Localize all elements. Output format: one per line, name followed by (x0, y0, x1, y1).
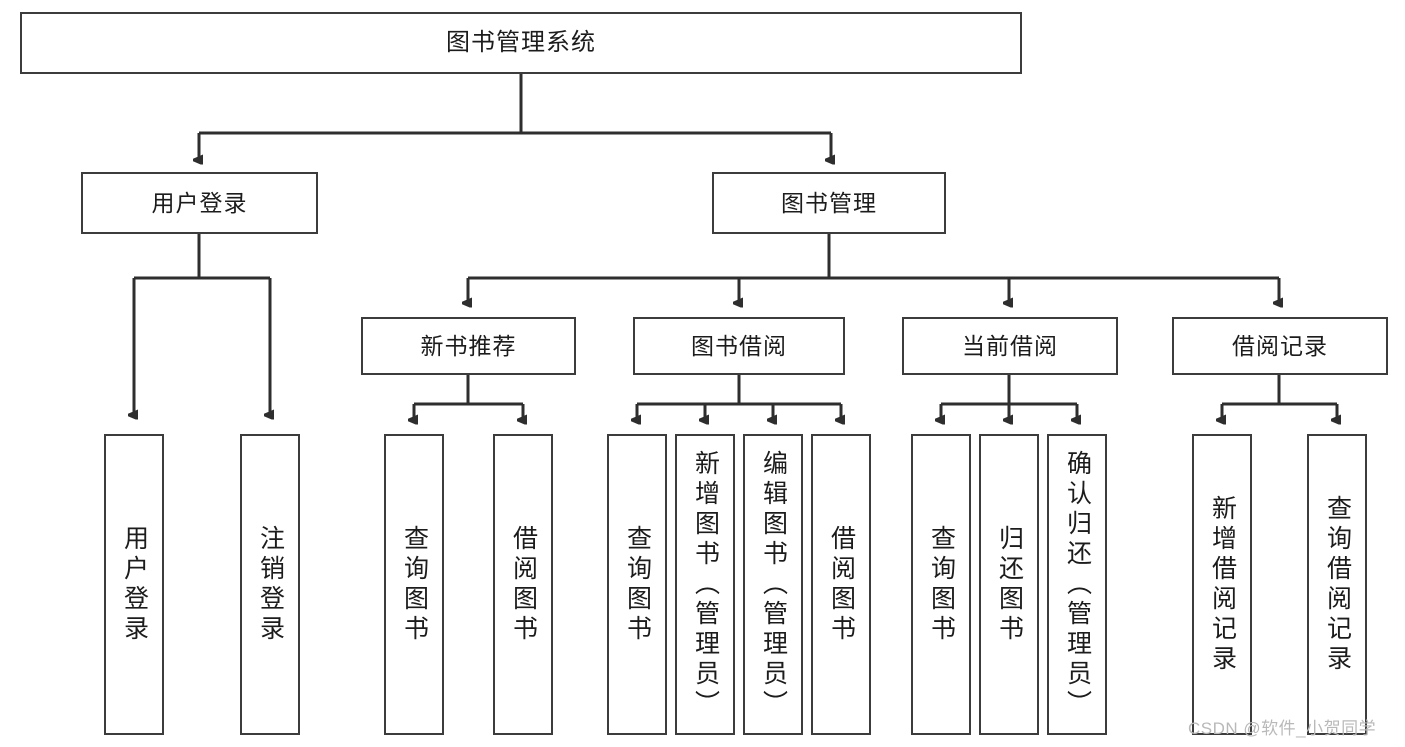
leaf-add-record[interactable]: 新增借阅记录 (1192, 434, 1252, 735)
node-book-borrow-label: 图书借阅 (691, 332, 787, 359)
leaf-return-book[interactable]: 归还图书 (979, 434, 1039, 735)
leaf-query-book-3-label: 查询图书 (927, 524, 956, 645)
leaf-borrow-book-1-label: 借阅图书 (509, 524, 538, 645)
leaf-add-book-label: 新增图书（管理员） (691, 449, 720, 720)
node-borrow-record[interactable]: 借阅记录 (1172, 317, 1388, 375)
node-current-borrow[interactable]: 当前借阅 (902, 317, 1118, 375)
node-borrow-record-label: 借阅记录 (1232, 332, 1328, 359)
leaf-query-book-1-label: 查询图书 (400, 524, 429, 645)
leaf-query-book-1[interactable]: 查询图书 (384, 434, 444, 735)
leaf-user-login[interactable]: 用户登录 (104, 434, 164, 735)
leaf-confirm-return[interactable]: 确认归还（管理员） (1047, 434, 1107, 735)
node-book-manage-label: 图书管理 (781, 189, 877, 216)
leaf-user-logout[interactable]: 注销登录 (240, 434, 300, 735)
node-book-manage[interactable]: 图书管理 (712, 172, 946, 234)
leaf-confirm-return-label: 确认归还（管理员） (1063, 449, 1092, 720)
leaf-borrow-book-1[interactable]: 借阅图书 (493, 434, 553, 735)
leaf-edit-book-label: 编辑图书（管理员） (759, 449, 788, 720)
leaf-query-book-3[interactable]: 查询图书 (911, 434, 971, 735)
leaf-user-login-label: 用户登录 (120, 524, 149, 645)
leaf-query-record-label: 查询借阅记录 (1323, 494, 1352, 675)
node-root[interactable]: 图书管理系统 (20, 12, 1022, 74)
node-root-label: 图书管理系统 (446, 29, 596, 57)
leaf-edit-book[interactable]: 编辑图书（管理员） (743, 434, 803, 735)
leaf-query-record[interactable]: 查询借阅记录 (1307, 434, 1367, 735)
csdn-watermark: CSDN @软件_小贺同学 (1188, 719, 1377, 738)
leaf-query-book-2[interactable]: 查询图书 (607, 434, 667, 735)
leaf-add-book[interactable]: 新增图书（管理员） (675, 434, 735, 735)
leaf-query-book-2-label: 查询图书 (623, 524, 652, 645)
node-new-book-recommend[interactable]: 新书推荐 (361, 317, 576, 375)
node-user-login-label: 用户登录 (151, 189, 248, 216)
leaf-add-record-label: 新增借阅记录 (1208, 494, 1237, 675)
node-current-borrow-label: 当前借阅 (962, 332, 1058, 359)
leaf-return-book-label: 归还图书 (995, 524, 1024, 645)
node-user-login[interactable]: 用户登录 (81, 172, 318, 234)
node-book-borrow[interactable]: 图书借阅 (633, 317, 845, 375)
leaf-borrow-book-2[interactable]: 借阅图书 (811, 434, 871, 735)
node-new-book-recommend-label: 新书推荐 (420, 332, 517, 359)
leaf-user-logout-label: 注销登录 (256, 524, 285, 645)
leaf-borrow-book-2-label: 借阅图书 (827, 524, 856, 645)
